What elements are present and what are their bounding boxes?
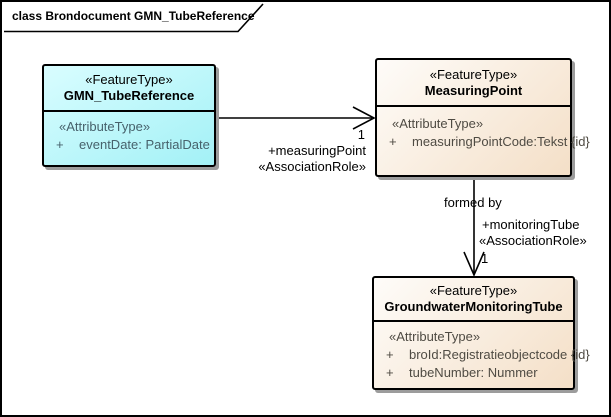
attribute-section-stereotype: «AttributeType» [389, 329, 481, 344]
association-name-label: formed by [444, 195, 502, 210]
attribute-compartment: «AttributeType» + broId:Registratieobjec… [374, 322, 590, 382]
visibility-marker: + [386, 365, 394, 380]
attribute-compartment: «AttributeType» + measuringPointCode:Tek… [377, 107, 590, 151]
association-stereotype-label: «AssociationRole» [258, 159, 366, 174]
visibility-marker: + [389, 134, 397, 149]
association-multiplicity: 1 [481, 251, 489, 266]
visibility-marker: + [386, 347, 394, 362]
attribute-text: eventDate: PartialDate [79, 137, 210, 152]
attribute-row: + measuringPointCode:Tekst {id} [389, 133, 590, 151]
class-name: GMN_TubeReference [63, 88, 195, 103]
class-header: «FeatureType» MeasuringPoint [377, 60, 570, 107]
association-role-label: +monitoringTube [482, 217, 580, 232]
attribute-row: + tubeNumber: Nummer [386, 364, 569, 382]
association-role-label: +measuringPoint [268, 143, 366, 158]
class-header: «FeatureType» GMN_TubeReference [44, 66, 214, 112]
visibility-marker: + [56, 137, 64, 152]
class-name: GroundwaterMonitoringTube [384, 299, 563, 314]
class-stereotype: «FeatureType» [429, 283, 518, 298]
attribute-compartment: «AttributeType» + eventDate: PartialDate [44, 112, 214, 154]
class-measuringpoint[interactable]: «FeatureType» MeasuringPoint «AttributeT… [375, 58, 590, 177]
open-arrowhead-icon [352, 106, 376, 130]
class-stereotype: «FeatureType» [85, 72, 173, 87]
attribute-text: measuringPointCode:Tekst {id} [412, 134, 590, 149]
class-name: MeasuringPoint [424, 82, 523, 98]
class-stereotype: «FeatureType» [429, 66, 518, 82]
association-stereotype-label: «AssociationRole» [479, 233, 587, 248]
attribute-text: broId:Registratieobjectcode {id} [409, 347, 590, 362]
association-multiplicity: 1 [357, 127, 365, 142]
attribute-row: + broId:Registratieobjectcode {id} [386, 346, 590, 364]
attribute-section-stereotype: «AttributeType» [392, 116, 484, 131]
attribute-row: + eventDate: PartialDate [56, 136, 210, 154]
attribute-text: tubeNumber: Nummer [409, 365, 538, 380]
attribute-section-stereotype: «AttributeType» [59, 119, 151, 134]
diagram-frame-label: class Brondocument GMN_TubeReference [12, 9, 255, 23]
association-measuringpoint[interactable] [217, 106, 376, 130]
class-groundwatermonitoringtube[interactable]: «FeatureType» GroundwaterMonitoringTube … [372, 276, 590, 390]
class-header: «FeatureType» GroundwaterMonitoringTube [374, 278, 573, 322]
class-gmn-tubereference[interactable]: «FeatureType» GMN_TubeReference «Attribu… [42, 64, 216, 167]
